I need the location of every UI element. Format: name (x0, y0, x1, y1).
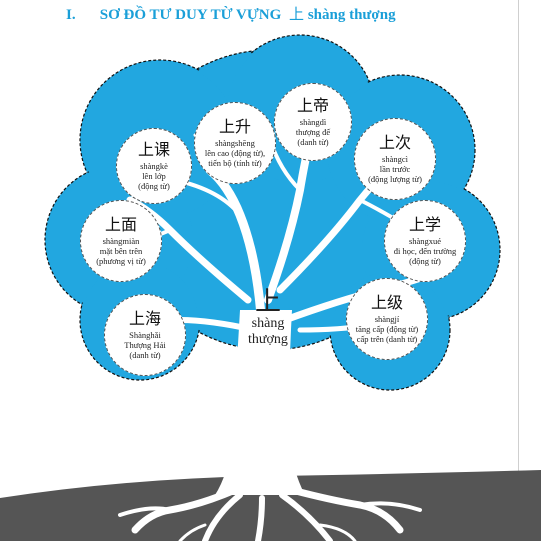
vocab-node-shangke: 上课 shàngkè lên lớp (động từ) (116, 128, 192, 204)
node-pinyin: shàngxué (408, 236, 442, 246)
root-meaning: thượng (248, 332, 288, 347)
tree-roots (118, 486, 422, 541)
node-pinyin: Shànghǎi (129, 330, 161, 340)
node-pinyin: shàngkè (140, 161, 168, 171)
vocab-node-shangmian: 上面 shàngmiàn mặt bên trên (phương vị từ) (80, 200, 162, 282)
node-meaning: (động lượng từ) (368, 174, 422, 184)
section-title: SƠ ĐỒ TƯ DUY TỪ VỰNG (99, 7, 282, 23)
vocab-node-shangdi: 上帝 shàngdì thượng đế (danh từ) (274, 83, 352, 161)
vocab-node-shangxue: 上学 shàngxué đi học, đến trường (động từ) (384, 200, 466, 282)
node-pinyin: shàngdì (299, 117, 327, 127)
node-pinyin: shàngcì (382, 154, 408, 164)
node-character: 上级 (370, 293, 403, 312)
node-meaning: (danh từ) (297, 137, 329, 147)
node-pinyin: shàngshēng (215, 138, 255, 148)
node-meaning: Thượng Hải (124, 340, 166, 350)
vocab-node-shangsheng: 上升 shàngshēng lên cao (động từ), tiến bộ… (194, 102, 276, 184)
node-pinyin: shàngjí (374, 314, 400, 324)
node-meaning: cấp trên (danh từ) (356, 334, 418, 344)
node-pinyin: shàngmiàn (102, 236, 140, 246)
root-pinyin: shàng (251, 316, 285, 331)
node-meaning: lên lớp (142, 171, 166, 181)
node-character: 上课 (137, 140, 170, 159)
page-edge (518, 0, 519, 541)
vocab-node-shanghai: 上海 Shànghǎi Thượng Hải (danh từ) (104, 294, 186, 376)
tree-trunk (215, 310, 305, 495)
node-meaning: lần trước (379, 164, 411, 174)
section-heading: I. SƠ ĐỒ TƯ DUY TỪ VỰNG 上 shàng thượng (66, 4, 516, 26)
node-meaning: tăng cấp (động từ) (355, 324, 419, 334)
node-character: 上次 (378, 133, 411, 152)
node-meaning: (danh từ) (129, 350, 161, 360)
node-meaning: (động từ) (409, 256, 441, 266)
node-character: 上升 (218, 117, 251, 136)
section-pinyin: shàng thượng (307, 7, 396, 23)
ground (0, 470, 541, 541)
node-meaning: (phương vị từ) (96, 256, 146, 266)
node-meaning: (động từ) (138, 181, 170, 191)
node-meaning: lên cao (động từ), (204, 148, 266, 158)
root-word: 上 shàng thượng (236, 288, 300, 348)
node-meaning: tiến bộ (tính từ) (208, 158, 262, 168)
node-character: 上帝 (296, 96, 329, 115)
node-meaning: đi học, đến trường (393, 246, 457, 256)
node-character: 上海 (128, 309, 161, 328)
node-meaning: thượng đế (295, 127, 331, 137)
vocab-node-shangci: 上次 shàngcì lần trước (động lượng từ) (354, 118, 436, 200)
node-character: 上学 (408, 215, 441, 234)
section-character: 上 (289, 7, 305, 23)
node-meaning: mặt bên trên (99, 246, 143, 256)
root-character: 上 (254, 287, 281, 317)
node-character: 上面 (104, 215, 137, 234)
section-number: I. (66, 7, 76, 23)
vocab-node-shangji: 上级 shàngjí tăng cấp (động từ) cấp trên (… (346, 278, 428, 360)
